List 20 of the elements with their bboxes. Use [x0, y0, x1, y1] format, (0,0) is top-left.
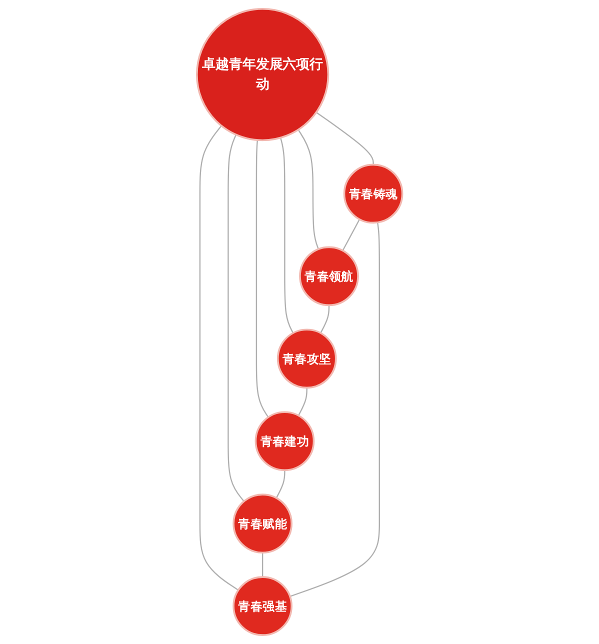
connector	[290, 222, 380, 597]
diagram: 卓越青年发展六项行动 青春铸魂 青春领航 青春攻坚 青春建功 青春赋能 青春强基	[192, 4, 408, 640]
connector	[342, 218, 360, 251]
connector	[199, 125, 239, 591]
node-circle	[343, 164, 404, 224]
node-circle	[298, 246, 359, 306]
node-circle	[232, 494, 292, 554]
connector	[298, 129, 319, 250]
connector	[280, 138, 294, 334]
connector	[298, 388, 308, 416]
connector	[262, 552, 264, 578]
connector	[320, 305, 330, 334]
connector	[316, 112, 374, 165]
node-circle	[196, 8, 330, 142]
connector	[256, 140, 269, 418]
connector	[276, 470, 286, 498]
node-circle	[254, 411, 315, 472]
node-circle	[232, 576, 292, 636]
node-circle	[276, 328, 337, 389]
connector	[227, 134, 244, 502]
